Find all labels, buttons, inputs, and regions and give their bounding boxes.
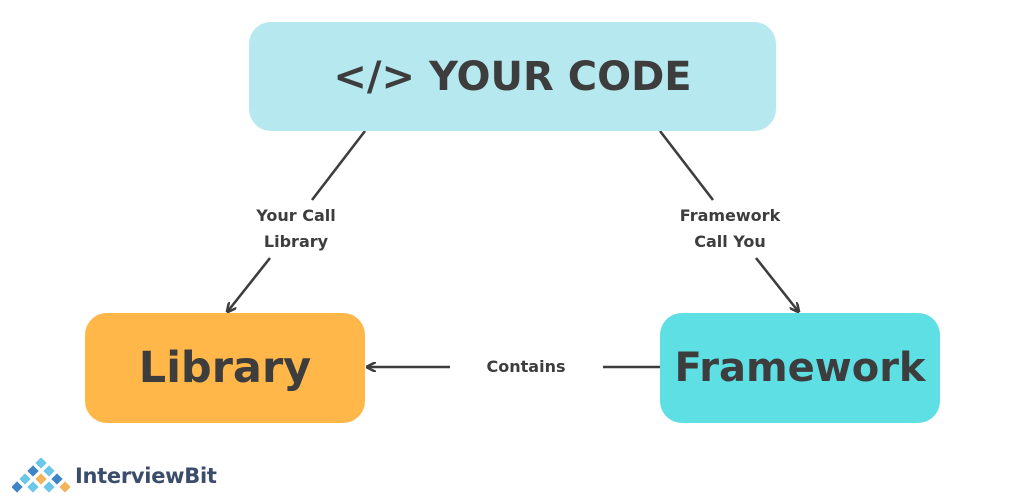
library-label: Library (138, 343, 312, 393)
brand-diamond-icon (12, 458, 70, 493)
edge-label-line: Your Call (256, 206, 336, 225)
edge-label-code-to-framework: Framework Call You (660, 203, 800, 255)
arrow-code-to-library-upper (310, 130, 367, 201)
edge-label-line: Library (263, 232, 329, 251)
edge-label-line: Contains (486, 357, 566, 376)
arrow-code-to-library-lower (228, 257, 272, 311)
your-code-label: </> YOUR CODE (333, 53, 692, 100)
edge-label-line: Framework (679, 206, 781, 225)
edge-label-framework-to-library: Contains (456, 354, 596, 380)
framework-node: Framework (660, 313, 940, 423)
framework-label: Framework (674, 345, 926, 391)
brand-name: InterviewBit (75, 464, 217, 488)
edge-label-code-to-library: Your Call Library (236, 203, 356, 255)
arrow-code-to-framework-upper (658, 130, 715, 201)
your-code-node: </> YOUR CODE (249, 22, 776, 131)
library-node: Library (85, 313, 365, 423)
brand-logo: InterviewBit (12, 458, 217, 494)
arrow-code-to-framework-lower (754, 257, 798, 311)
edge-label-line: Call You (694, 232, 766, 251)
